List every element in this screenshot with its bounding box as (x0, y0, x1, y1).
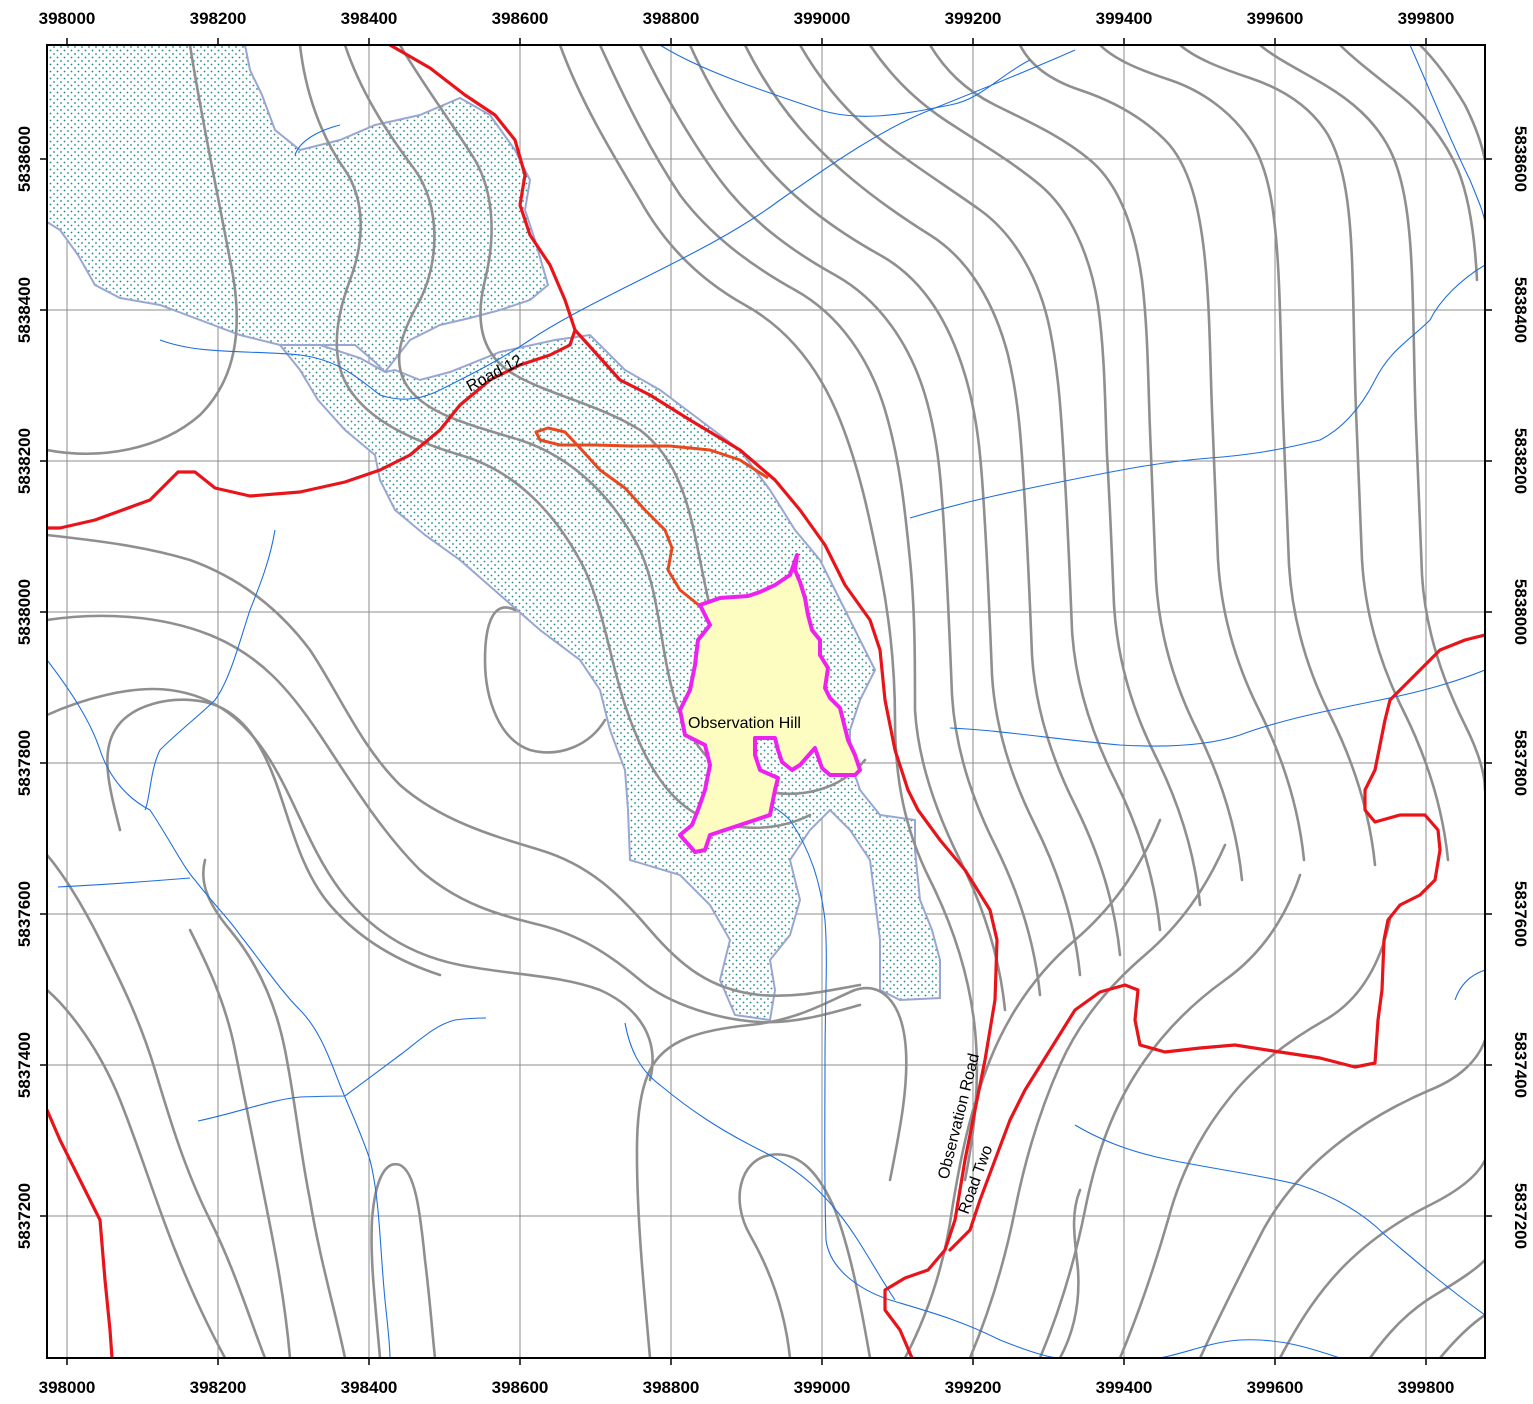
x-tick-label: 398800 (643, 1378, 700, 1397)
x-tick-label: 398200 (190, 9, 247, 28)
y-tick-label: 5837200 (1511, 1183, 1530, 1249)
x-tick-label: 399000 (794, 9, 851, 28)
y-tick-label: 5838000 (15, 579, 34, 645)
x-axis-top-labels: 398000 398200 398400 398600 398800 39900… (39, 9, 1455, 28)
road-12 (47, 45, 577, 530)
x-tick-label: 398800 (643, 9, 700, 28)
observation-hill-area (678, 553, 862, 854)
y-axis-left-labels: 5838600 5838400 5838200 5838000 5837800 … (15, 126, 34, 1249)
roads (47, 45, 1485, 1358)
y-tick-label: 5838400 (15, 277, 34, 343)
x-tick-label: 398400 (341, 1378, 398, 1397)
observation-road (573, 328, 999, 1358)
x-tick-label: 398200 (190, 1378, 247, 1397)
y-tick-label: 5838000 (1511, 579, 1530, 645)
minor-road (534, 426, 769, 621)
y-axis-right-labels: 5838600 5838400 5838200 5838000 5837800 … (1511, 126, 1530, 1249)
x-tick-label: 398000 (39, 1378, 96, 1397)
x-tick-label: 399600 (1247, 1378, 1304, 1397)
y-tick-label: 5837600 (1511, 881, 1530, 947)
x-tick-label: 399200 (945, 9, 1002, 28)
x-tick-label: 399000 (794, 1378, 851, 1397)
y-tick-label: 5837800 (1511, 730, 1530, 796)
x-tick-label: 399800 (1398, 1378, 1455, 1397)
x-tick-label: 399400 (1096, 9, 1153, 28)
x-tick-label: 398600 (492, 1378, 549, 1397)
x-tick-label: 399400 (1096, 1378, 1153, 1397)
y-tick-label: 5838600 (15, 126, 34, 192)
streams (47, 45, 1485, 1358)
x-tick-label: 399800 (1398, 9, 1455, 28)
x-axis-bottom-labels: 398000 398200 398400 398600 398800 39900… (39, 1378, 1455, 1397)
dotted-zone (47, 45, 941, 1022)
y-tick-label: 5838200 (1511, 428, 1530, 494)
y-tick-label: 5837800 (15, 730, 34, 796)
map-frame (46, 44, 1486, 1359)
x-tick-label: 399200 (945, 1378, 1002, 1397)
x-tick-label: 398600 (492, 9, 549, 28)
x-tick-label: 399600 (1247, 9, 1304, 28)
y-tick-label: 5838400 (1511, 277, 1530, 343)
y-tick-label: 5837600 (15, 881, 34, 947)
y-tick-label: 5837400 (15, 1032, 34, 1098)
road-two (948, 633, 1485, 1252)
y-tick-label: 5837200 (15, 1183, 34, 1249)
observation-hill-label: Observation Hill (688, 715, 801, 732)
tick-marks (40, 38, 1492, 1365)
y-tick-label: 5838600 (1511, 126, 1530, 192)
x-tick-label: 398400 (341, 9, 398, 28)
y-tick-label: 5837400 (1511, 1032, 1530, 1098)
y-tick-label: 5838200 (15, 428, 34, 494)
x-tick-label: 398000 (39, 9, 96, 28)
